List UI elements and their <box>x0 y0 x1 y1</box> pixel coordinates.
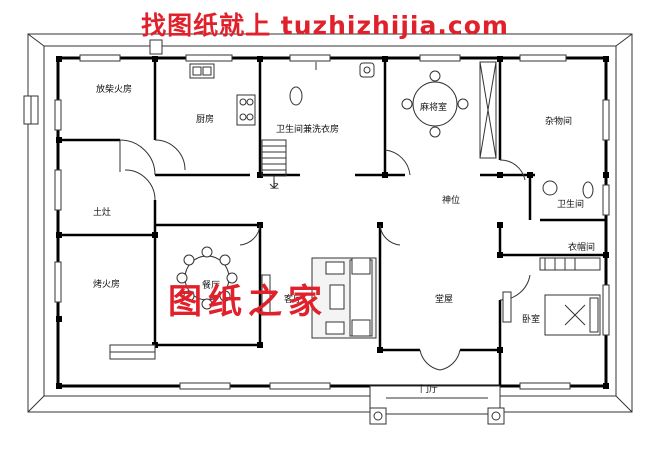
room-label-firewood: 放柴火房 <box>96 85 133 95</box>
exterior-walls <box>56 56 608 388</box>
exterior-windows <box>54 54 610 390</box>
staircase <box>261 139 287 189</box>
bedroom-furniture <box>502 257 601 336</box>
structural-columns <box>56 56 609 389</box>
room-label-living: 客厅 <box>284 295 303 305</box>
room-label-bath-right: 卫生间 <box>557 200 585 210</box>
dining-table <box>176 246 238 310</box>
entrance-porch <box>109 39 505 425</box>
room-label-storage: 杂物间 <box>545 117 573 127</box>
room-label-hall: 堂屋 <box>435 295 454 305</box>
room-label-mahjong: 麻将室 <box>420 103 448 113</box>
room-label-fire-room: 烤火房 <box>93 280 121 290</box>
watermark-top: 找图纸就上 tuzhizhijia.com <box>141 11 509 40</box>
watermark-center: 图纸之家 <box>168 282 328 322</box>
bathroom-fixtures <box>289 62 594 199</box>
room-label-stove: 土灶 <box>93 208 112 218</box>
kitchen-fixtures <box>189 63 256 126</box>
room-label-bath-laundry: 卫生间兼洗衣房 <box>276 125 340 135</box>
stair-up-label: 上 <box>270 181 280 191</box>
interior-walls <box>58 58 606 386</box>
mahjong-table <box>401 70 469 138</box>
sofa-set <box>311 257 377 339</box>
room-label-altar: 神位 <box>442 196 461 206</box>
room-label-dining: 餐厅 <box>202 281 221 291</box>
side-steps <box>23 95 39 125</box>
room-label-entrance: 门厅 <box>420 385 439 395</box>
room-label-cloakroom: 衣帽间 <box>568 243 596 253</box>
room-label-bedroom: 卧室 <box>522 315 541 325</box>
room-label-kitchen: 厨房 <box>196 115 215 125</box>
roof-eave-outline <box>27 33 633 413</box>
storage-cabinet <box>479 61 497 159</box>
tv-cabinet <box>261 274 271 316</box>
